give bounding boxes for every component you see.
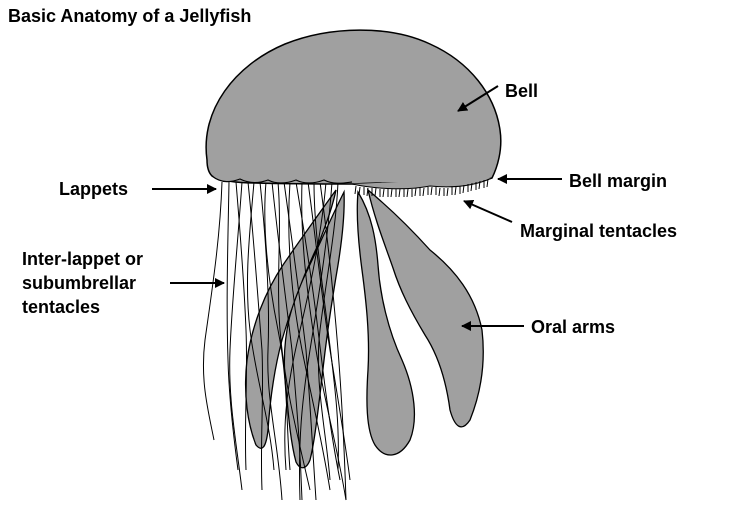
label-inter-lappet-2: subumbrellar: [22, 273, 137, 293]
label-bell: Bell: [505, 81, 539, 101]
lappets-edge: [211, 175, 353, 184]
bell: [205, 29, 502, 186]
label-inter-lappet-3: tentacles: [22, 297, 101, 317]
label-bell-margin: Bell margin: [569, 171, 668, 191]
label-oral-arms: Oral arms: [531, 317, 616, 337]
inter-lappet-tentacles: [202, 181, 351, 501]
oral-arm-right: [366, 188, 484, 428]
oral-arm-center: [356, 189, 416, 456]
label-inter-lappet-1: Inter-lappet or: [22, 249, 144, 269]
marginal-tentacles-fringe: [351, 177, 493, 198]
label-arrows: [152, 85, 562, 331]
label-lappets: Lappets: [59, 179, 129, 199]
label-marginal-tentacles: Marginal tentacles: [520, 221, 678, 241]
oral-arms: [244, 188, 484, 469]
arrow-marginal-tentacles: [463, 200, 513, 223]
diagram-title: Basic Anatomy of a Jellyfish: [8, 6, 252, 26]
arrow-bell: [457, 85, 499, 112]
